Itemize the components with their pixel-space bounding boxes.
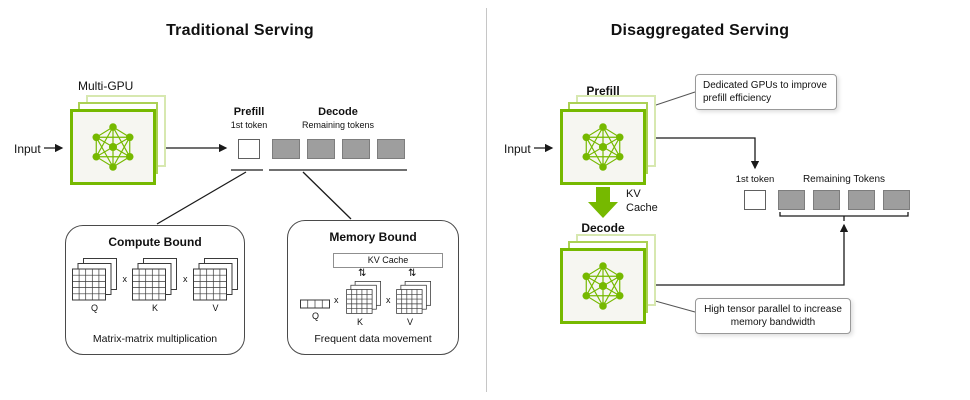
neural-network-icon: [582, 262, 624, 310]
decode-callout: High tensor parallel to increase memory …: [695, 298, 851, 334]
compute-bound-caption: Matrix-matrix multiplication: [92, 333, 218, 345]
matrix-v-label: V: [212, 303, 219, 313]
kv-cache-box: KV Cache: [333, 253, 443, 268]
matrix-stack-icon: [346, 281, 381, 314]
memory-bound-caption: Frequent data movement: [314, 333, 432, 345]
qkv-matrix-row: Q x K x V: [66, 258, 244, 313]
prefill-to-compute-line: [156, 171, 247, 225]
data-movement-arrows-icon: ⇅: [358, 268, 367, 279]
decode-phase-header: Decode Remaining tokens: [278, 106, 398, 130]
mem-k-label: K: [357, 317, 364, 327]
memory-bound-title: Memory Bound: [329, 230, 417, 244]
neural-network-icon: [92, 123, 134, 171]
kv-cache-label: KV Cache: [626, 188, 658, 214]
matrix-stack-icon: [192, 258, 238, 301]
decode-subtitle: Remaining tokens: [301, 120, 375, 130]
remaining-tokens-bracket: [779, 212, 909, 217]
token-box: [272, 139, 300, 159]
token-box: [342, 139, 370, 159]
token-box: [813, 190, 840, 210]
token-box: [883, 190, 910, 210]
mem-v-label: V: [407, 317, 414, 327]
matrix-k: K: [132, 258, 178, 313]
first-token-label: 1st token: [735, 174, 775, 185]
decode-label-right: Decode: [581, 221, 625, 235]
compute-bound-box: Compute Bound Q x K x: [65, 225, 245, 355]
matrix-q: Q: [71, 258, 118, 313]
multiply-sign: x: [334, 295, 339, 305]
matrix-stack-icon: [71, 258, 117, 301]
prefill-phase-header: Prefill 1st token: [221, 106, 277, 130]
input-label-right: Input: [504, 142, 531, 156]
first-token-box: [744, 190, 766, 210]
compute-bound-title: Compute Bound: [108, 235, 202, 249]
matrix-k-label: K: [151, 303, 158, 313]
matrix-q-label: Q: [90, 303, 98, 313]
token-box: [778, 190, 805, 210]
token-box: [307, 139, 335, 159]
input-label-left: Input: [14, 142, 41, 156]
token-box: [377, 139, 405, 159]
neural-network-icon: [582, 123, 624, 171]
token-box: [848, 190, 875, 210]
multiply-sign: x: [386, 295, 391, 305]
prefill-subtitle: 1st token: [230, 120, 268, 130]
kv-cache-arrow-icon: [588, 187, 618, 218]
gpu-card: [560, 248, 646, 324]
gpu-card: [70, 109, 156, 185]
memory-bound-box: Memory Bound KV Cache ⇅ ⇅ Q x K x V Freq…: [287, 220, 459, 355]
multiply-sign: x: [183, 274, 188, 284]
data-movement-arrows-icon: ⇅: [408, 268, 417, 279]
vector-strip-icon: [300, 299, 330, 309]
remaining-tokens-label: Remaining Tokens: [802, 174, 886, 185]
gpu-card: [560, 109, 646, 185]
multi-gpu-stack: [70, 95, 166, 187]
prefill-title: Prefill: [233, 106, 265, 118]
prefill-gpu-stack: [560, 95, 656, 187]
multiply-sign: x: [122, 274, 128, 284]
traditional-serving-title: Traditional Serving: [166, 22, 314, 39]
decode-to-memory-line: [302, 171, 352, 220]
decode-title: Decode: [318, 106, 358, 118]
disaggregated-serving-title: Disaggregated Serving: [610, 22, 790, 39]
matrix-stack-icon: [132, 258, 177, 301]
prefill-label-right: Prefill: [586, 84, 620, 98]
multi-gpu-label: Multi-GPU: [78, 79, 134, 93]
first-token-box: [238, 139, 260, 159]
matrix-v: V: [192, 258, 239, 313]
prefill-to-first-token-arrow: [648, 137, 760, 170]
panel-divider: [486, 8, 487, 392]
matrix-stack-icon: [396, 281, 431, 314]
decode-to-tokens-arrow: [650, 223, 849, 286]
mem-q-label: Q: [312, 311, 320, 321]
prefill-callout: Dedicated GPUs to improve prefill effici…: [695, 74, 837, 110]
decode-gpu-stack: [560, 234, 656, 326]
